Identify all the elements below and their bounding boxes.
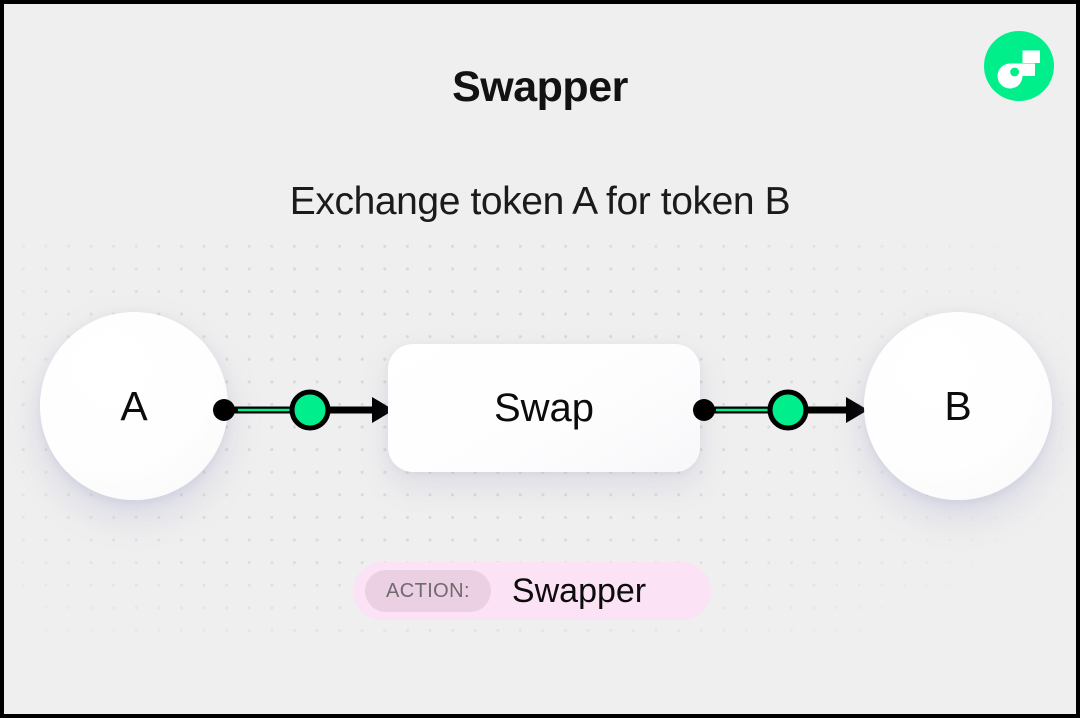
edge-arrowhead [846,397,868,423]
edge-swap-b-graphic [693,389,868,431]
edge-arrowhead [372,397,394,423]
diagram-canvas: Swapper Exchange token A for token B A S… [4,4,1076,714]
token-node-a-label: A [120,382,148,429]
flow-logo-glyph [997,50,1040,89]
edge-source-handle-dot [693,399,715,421]
swap-node[interactable]: Swap [388,344,700,472]
action-badge-value: Swapper [511,571,647,610]
edge-midpoint-marker [289,389,331,431]
edge-a-swap-graphic [213,389,394,431]
token-node-b-label: B [944,382,972,429]
edge-source-handle-dot [213,399,235,421]
flow-logo-icon [984,31,1054,101]
action-badge-prefix-pill: ACTION: [365,570,491,612]
action-badge-prefix-label: ACTION: [386,579,470,602]
token-node-a[interactable]: A [40,312,228,500]
token-node-b[interactable]: B [864,312,1052,500]
edge-token-a-to-swap[interactable] [204,382,396,438]
page-title: Swapper [452,63,628,111]
edge-midpoint-marker [767,389,809,431]
page-subtitle: Exchange token A for token B [289,180,791,223]
edge-swap-to-token-b[interactable] [690,382,870,438]
swap-node-label: Swap [493,385,595,430]
action-badge: ACTION: Swapper [353,562,711,620]
